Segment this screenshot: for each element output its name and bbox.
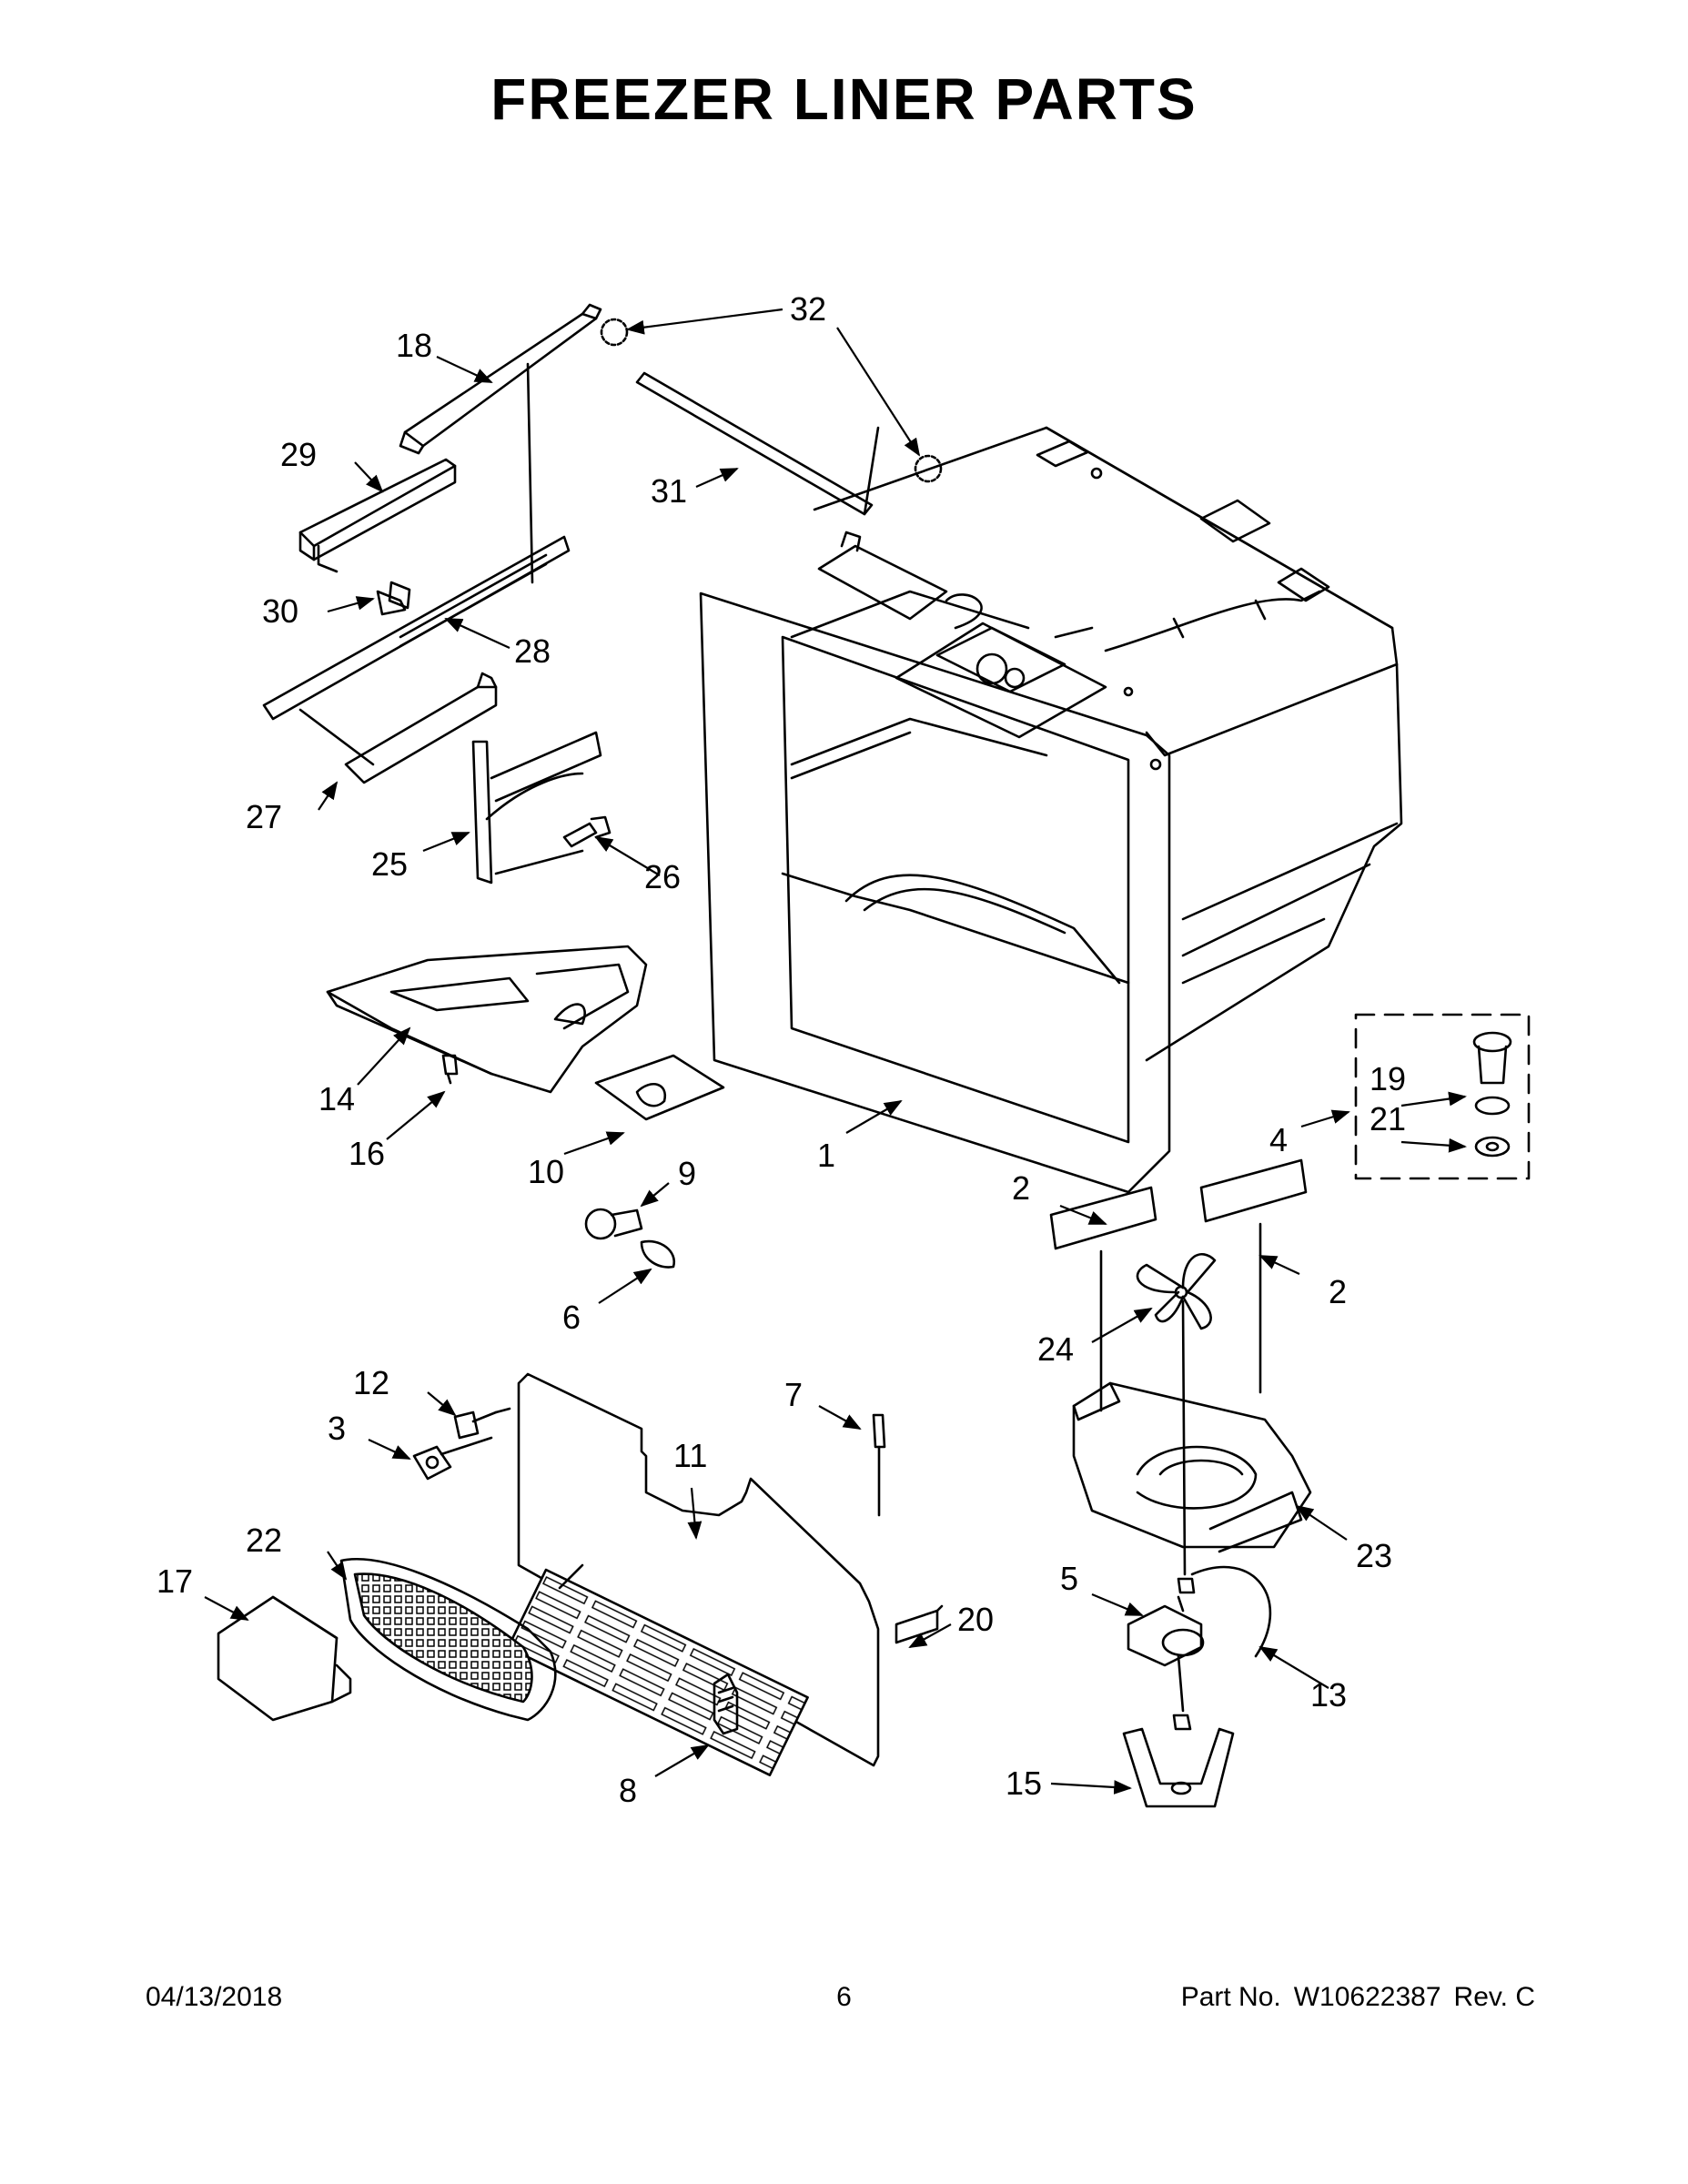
freezer-liner-part: [699, 426, 1403, 1194]
callout-24: 24: [1037, 1330, 1074, 1368]
callout-25: 25: [371, 845, 408, 883]
callout-leaders: [204, 308, 1467, 1795]
callout-32: 32: [790, 290, 826, 328]
callout-27: 27: [246, 798, 282, 835]
callout-labels: 18 32 29 31 30 28 27 25 26 14 16 10 1 9 …: [157, 290, 1406, 1809]
callout-17: 17: [157, 1562, 193, 1600]
callout-4: 4: [1269, 1121, 1288, 1158]
callout-8: 8: [619, 1772, 637, 1809]
freezer-rear-panel: [507, 1372, 880, 1776]
drawer-track-parts: [298, 672, 612, 885]
footer-date: 04/13/2018: [146, 1982, 283, 2012]
callout-13: 13: [1310, 1676, 1347, 1714]
callout-28: 28: [514, 632, 551, 670]
callout-31: 31: [651, 472, 687, 510]
footer-part-info: Part No. W10622387 Rev. C: [1168, 1982, 1535, 2013]
footer-page-number: 6: [836, 1982, 852, 2012]
callout-16: 16: [349, 1135, 385, 1172]
callout-26: 26: [644, 858, 681, 895]
callout-6: 6: [562, 1299, 581, 1336]
callout-18: 18: [396, 327, 432, 364]
callout-2-right: 2: [1329, 1273, 1347, 1310]
callout-5: 5: [1060, 1560, 1078, 1597]
drain-kit-box: [1354, 1013, 1531, 1180]
small-fasteners: [412, 1407, 944, 1735]
callout-30: 30: [262, 592, 298, 630]
callout-1: 1: [817, 1137, 835, 1174]
callout-9: 9: [678, 1155, 696, 1192]
callout-22: 22: [246, 1522, 282, 1559]
footer-part-label: Part No.: [1180, 1982, 1281, 2012]
callout-11: 11: [673, 1437, 707, 1474]
callout-15: 15: [1006, 1764, 1042, 1802]
light-bulb-socket: [584, 1208, 676, 1269]
callout-23: 23: [1356, 1537, 1392, 1574]
callout-14: 14: [318, 1080, 355, 1117]
callout-12: 12: [353, 1364, 389, 1401]
air-grille-parts: [217, 1558, 557, 1722]
callout-7: 7: [784, 1376, 803, 1413]
callout-29: 29: [280, 436, 317, 473]
evaporator-fan-assembly: [1049, 1158, 1312, 1808]
page-title: FREEZER LINER PARTS: [490, 66, 1198, 132]
footer-part-number: W10622387: [1293, 1982, 1441, 2012]
freezer-slide-assembly: [262, 303, 602, 721]
callout-3: 3: [328, 1410, 346, 1447]
callout-2-left: 2: [1012, 1169, 1030, 1207]
callout-19: 19: [1370, 1060, 1406, 1097]
callout-21: 21: [1370, 1100, 1406, 1138]
callout-10: 10: [528, 1153, 564, 1190]
air-duct-cover: [326, 945, 725, 1121]
callout-20: 20: [957, 1601, 994, 1638]
footer-revision: Rev. C: [1453, 1982, 1535, 2012]
